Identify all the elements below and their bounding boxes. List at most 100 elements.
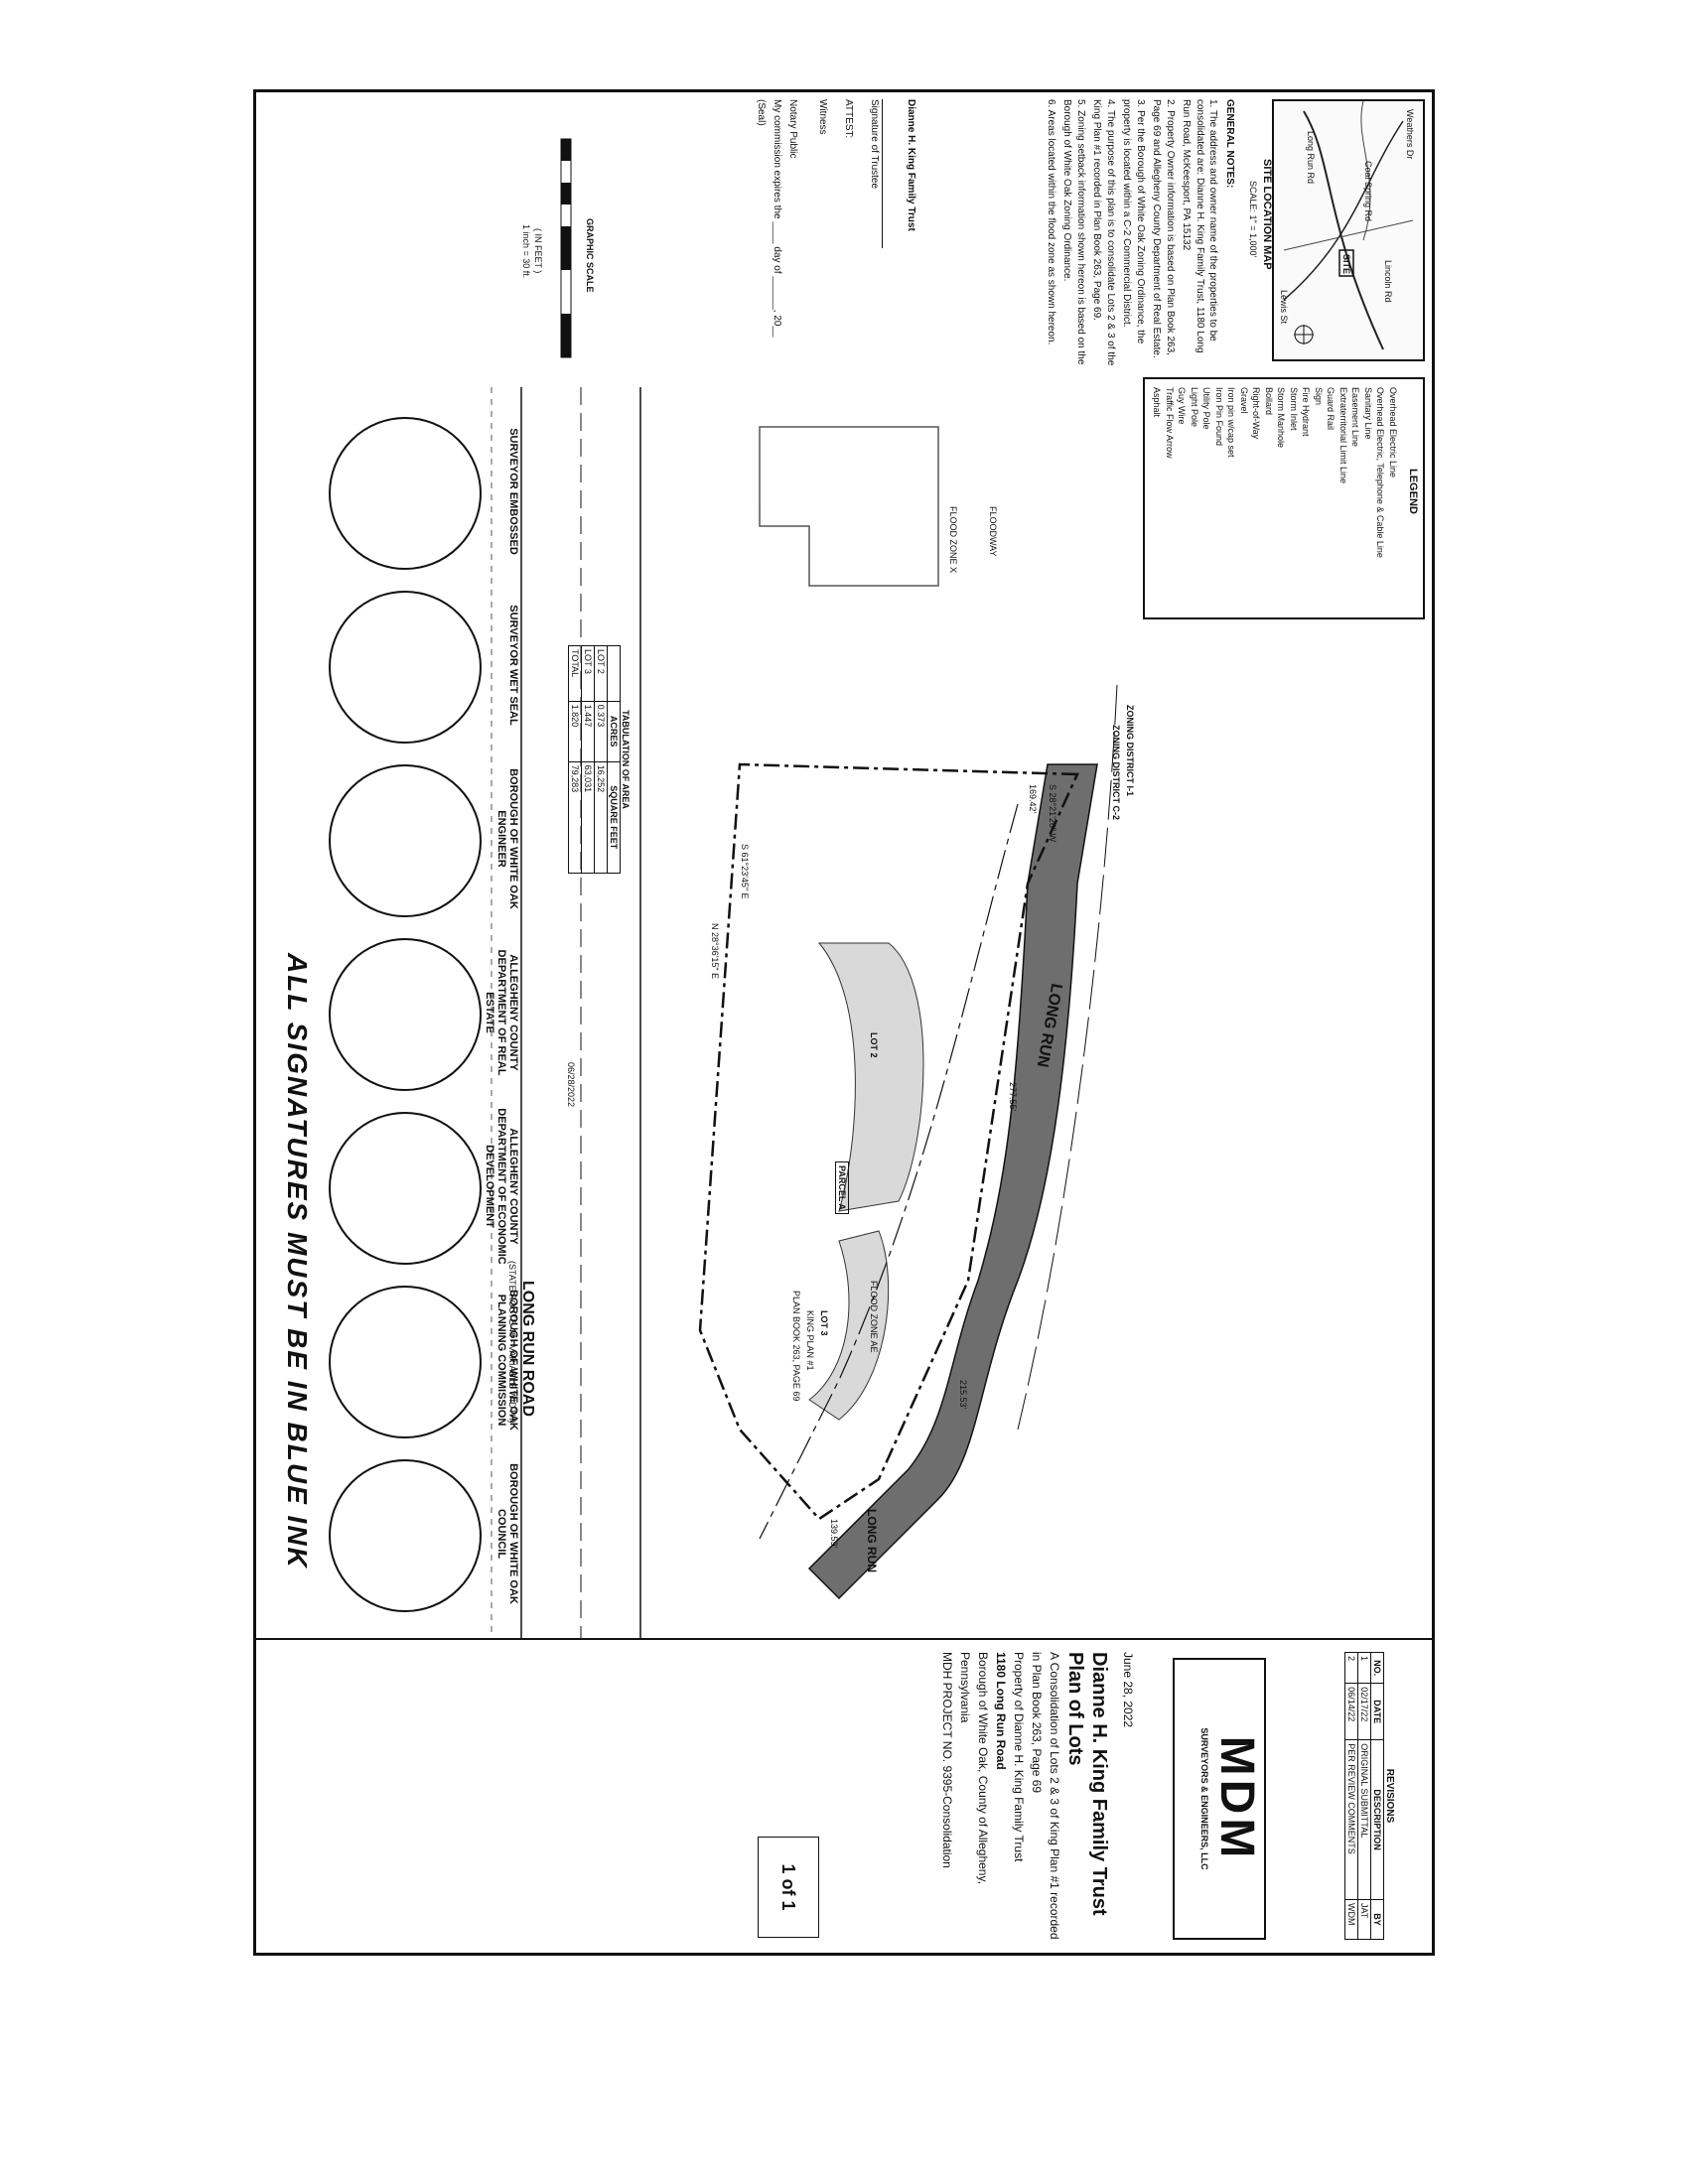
- general-note: 5. Zoning setback information shown here…: [1061, 99, 1087, 365]
- tabulation-cell: LOT 2: [594, 645, 608, 702]
- notary-label: Notary Public: [787, 99, 798, 159]
- legend-item: Overhead Electric, Telephone & Cable Lin…: [1375, 387, 1386, 558]
- revisions-cell: 2: [1344, 1652, 1358, 1684]
- revisions-cell: JAT: [1357, 1899, 1371, 1940]
- approval-seal-circle: [329, 1286, 482, 1438]
- label-plan-book: PLAN BOOK 263, PAGE 69: [791, 1291, 801, 1402]
- label-king-plan: KING PLAN #1: [805, 1310, 815, 1371]
- plan-address: 1180 Long Run Road: [994, 1652, 1008, 1770]
- approval-seal-label: ALLEGHENY COUNTY DEPARTMENT OF REAL ESTA…: [484, 949, 519, 1076]
- tabulation-cell: 1.820: [568, 701, 582, 762]
- legend-item: Asphalt: [1152, 387, 1163, 418]
- approval-seal-label: SURVEYOR WET SEAL: [507, 605, 519, 726]
- revisions-column-header: DATE: [1370, 1683, 1384, 1740]
- approval-seal-circle: [329, 591, 482, 744]
- flood-zone-line: [759, 803, 1019, 1540]
- revisions-cell: 02/17/22: [1357, 1683, 1371, 1740]
- tabulation-cell: 63,031: [581, 761, 595, 874]
- legend-item: Easement Line: [1350, 387, 1361, 448]
- approval-seal-label: BOROUGH OF WHITE OAK COUNCIL: [495, 1463, 519, 1604]
- distance-2: 277.55': [1008, 1082, 1018, 1112]
- label-parcel-a: PARCEL A: [835, 1161, 849, 1214]
- label-lot-3: LOT 3: [819, 1310, 829, 1336]
- surveyor-date: 06/28/2022: [566, 1062, 576, 1108]
- legend-item: Sanitary Line: [1363, 387, 1373, 440]
- revisions-cell: ORIGINAL SUBMITTAL: [1357, 1739, 1371, 1900]
- approval-seal-circle: [329, 938, 482, 1091]
- tabulation-column-header: SQUARE FEET: [607, 761, 621, 874]
- legend-item: Sign: [1314, 387, 1324, 406]
- approval-seal-circle: [329, 1112, 482, 1265]
- title-block-divider: [253, 1638, 1435, 1640]
- zoning-district-line: [1017, 684, 1118, 1431]
- rotated-drawing: SITE Long Run Rd Lincoln Rd Coal Spring …: [253, 89, 1435, 1956]
- distance-4: 139.59': [829, 1519, 839, 1549]
- legend-item: Light Pole: [1190, 387, 1199, 428]
- approval-seal-label: BOROUGH OF WHITE OAK PLANNING COMMISSION: [495, 1290, 519, 1431]
- bearing-2: N 28°36'15" E: [710, 923, 720, 980]
- approval-seal-label: SURVEYOR EMBOSSED: [507, 428, 519, 555]
- general-note: 2. Property Owner information is based o…: [1151, 99, 1177, 358]
- revisions-column-header: BY: [1370, 1899, 1384, 1940]
- site-label: SITE: [1341, 254, 1351, 275]
- revisions-column-header: NO.: [1370, 1652, 1384, 1684]
- revisions-cell: WDM: [1344, 1899, 1358, 1940]
- revisions-cell: 1: [1357, 1652, 1371, 1684]
- approval-seal-label: BOROUGH OF WHITE OAK ENGINEER: [495, 768, 519, 909]
- witness-label: Witness: [817, 99, 828, 135]
- legend-item: Guard Rail: [1326, 387, 1336, 431]
- existing-building: [759, 426, 939, 587]
- tabulation-cell: 0.373: [594, 701, 608, 762]
- distance-3: 215.53': [958, 1380, 968, 1410]
- general-notes-list: 1. The address and owner name of the pro…: [1045, 99, 1220, 367]
- bearing-1: S 61°23'45" E: [740, 844, 750, 899]
- label-lot-2: LOT 2: [869, 1032, 879, 1058]
- tabulation-column-header: [607, 645, 621, 702]
- general-notes-heading: GENERAL NOTES:: [1224, 99, 1235, 189]
- tabulation-column-header: ACRES: [607, 701, 621, 762]
- plan-municipality: Borough of White Oak, County of Alleghen…: [958, 1652, 990, 1884]
- approval-seal-circle: [329, 1459, 482, 1612]
- general-note: 4. The purpose of this plan is to consol…: [1091, 99, 1117, 366]
- plan-project: MDH PROJECT NO. 9395-Consolidation: [940, 1652, 954, 1868]
- street-lincoln: Lincoln Rd: [1383, 260, 1393, 303]
- general-note: 3. Per the Borough of White Oak Zoning O…: [1121, 99, 1147, 344]
- firm-logo-box: MDM SURVEYORS & ENGINEERS, LLC: [1173, 1658, 1266, 1940]
- plan-subtitle: A Consolidation of Lots 2 & 3 of King Pl…: [1030, 1652, 1061, 1940]
- general-notes: GENERAL NOTES: 1. The address and owner …: [1045, 99, 1237, 367]
- legend-item: Traffic Flow Arrow: [1165, 387, 1175, 459]
- legend-item: Gravel: [1239, 387, 1249, 414]
- firm-logo: MDM: [1210, 1735, 1263, 1862]
- tabulation-cell: LOT 3: [581, 645, 595, 702]
- label-zoning-i1: ZONING DISTRICT I-1: [1125, 705, 1135, 796]
- trustee-signature-line: [882, 99, 883, 248]
- tabulation-cell: TOTAL: [568, 645, 582, 702]
- sheet-number: 1 of 1: [758, 1837, 819, 1938]
- gravel-area: [817, 942, 924, 1212]
- approval-seal-circle: [329, 417, 482, 570]
- plan-date: June 28, 2022: [1121, 1652, 1135, 1728]
- revisions-column-header: DESCRIPTION: [1370, 1739, 1384, 1900]
- legend-item: Storm Inlet: [1289, 387, 1299, 431]
- label-zoning-c2: ZONING DISTRICT C-2: [1111, 725, 1121, 820]
- tabulation-cell: 16,252: [594, 761, 608, 874]
- distance-1: 169.42': [1028, 784, 1038, 814]
- plan-title: Dianne H. King Family Trust Plan of Lots: [1064, 1652, 1110, 1916]
- legend-item: Guy Wire: [1177, 387, 1188, 425]
- street-coal-spring: Coal Spring Rd: [1363, 161, 1373, 222]
- graphic-scale-title: GRAPHIC SCALE: [585, 218, 595, 293]
- long-run-creek: [807, 763, 1098, 1600]
- label-flood-zone-x: FLOOD ZONE X: [948, 506, 958, 574]
- street-lewis: Lewis St: [1279, 290, 1289, 325]
- label-flood-zone-ae: FLOOD ZONE AE: [869, 1281, 879, 1353]
- site-map-title: SITE LOCATION MAP: [1261, 159, 1273, 270]
- commission-text: My commission expires the ____ day of __…: [772, 99, 782, 338]
- label-floodway: FLOODWAY: [988, 506, 998, 557]
- revisions-cell: PER REVIEW COMMENTS: [1344, 1739, 1358, 1900]
